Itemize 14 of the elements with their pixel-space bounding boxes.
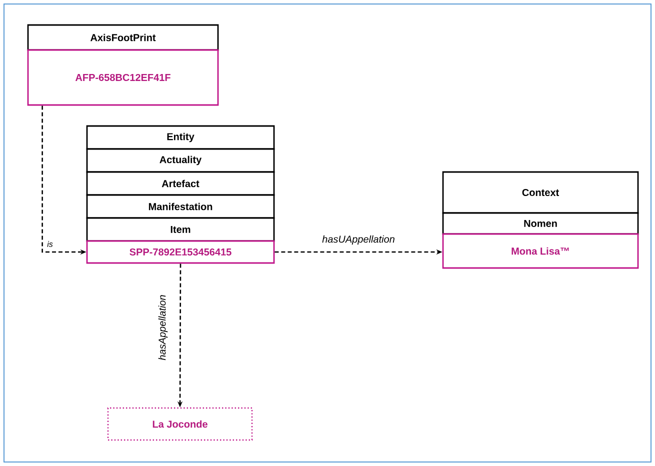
class-box: Item [86,217,275,242]
class-box: Manifestation [86,194,275,219]
class-box: Nomen [442,212,639,235]
identifier-box: Mona Lisa™ [442,233,639,269]
value-box: La Joconde [107,407,253,441]
edge-label: is [46,240,54,248]
identifier-box: SPP-7892E153456415 [86,240,275,264]
class-box: Context [442,171,639,214]
class-box: Actuality [86,148,275,173]
class-box: Artefact [86,171,275,196]
edge-label: hasAppellation [157,294,169,362]
class-box: AxisFootPrint [27,24,219,51]
edge-label: hasUAppellation [321,234,396,246]
class-box: Entity [86,125,275,150]
